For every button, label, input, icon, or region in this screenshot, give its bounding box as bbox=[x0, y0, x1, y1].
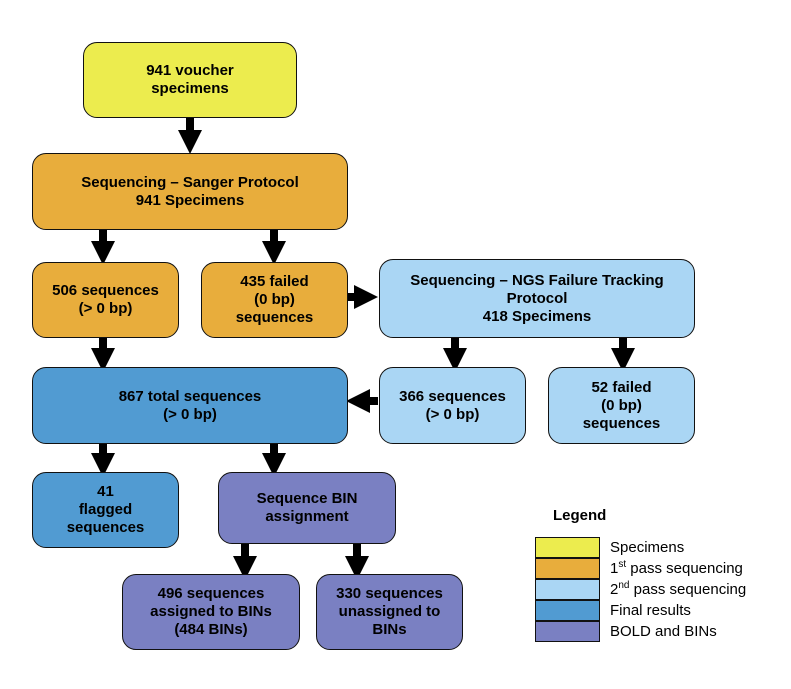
box-line: 435 failed bbox=[240, 273, 309, 290]
box-line: Protocol bbox=[506, 289, 568, 307]
box-line: 941 Specimens bbox=[135, 191, 245, 209]
box-line: flagged bbox=[78, 501, 133, 518]
box-line: 867 total sequences bbox=[118, 387, 262, 405]
legend-item-first-pass: 1st pass sequencing bbox=[535, 558, 743, 579]
legend-swatch bbox=[535, 537, 600, 558]
legend-label-text: 1 bbox=[610, 560, 619, 577]
legend-label: Final results bbox=[610, 602, 691, 619]
box-line: Sequence BIN bbox=[256, 490, 358, 507]
box-506-sequences: 506 sequences(> 0 bp) bbox=[32, 262, 179, 338]
box-text: 867 total sequences(> 0 bp) bbox=[119, 388, 262, 424]
legend-label-text: BOLD and BINs bbox=[610, 623, 717, 640]
legend-label-text: Final results bbox=[610, 602, 691, 619]
box-line: 506 sequences bbox=[52, 282, 159, 299]
box-line: BINs bbox=[372, 621, 407, 638]
legend-label-sup: nd bbox=[618, 580, 630, 591]
box-line: 941 voucher bbox=[146, 62, 234, 79]
legend-label: 2nd pass sequencing bbox=[610, 580, 747, 599]
box-line: (> 0 bp) bbox=[425, 405, 480, 423]
legend-label: BOLD and BINs bbox=[610, 623, 717, 640]
box-line: sequences bbox=[66, 519, 145, 536]
box-text: 366 sequences(> 0 bp) bbox=[399, 388, 506, 424]
box-line: 496 sequences bbox=[157, 585, 265, 602]
box-line: 418 Specimens bbox=[482, 307, 592, 325]
box-line: 52 failed bbox=[591, 378, 652, 396]
box-line: (0 bp) bbox=[254, 291, 295, 308]
box-line: (0 bp) bbox=[601, 396, 642, 414]
box-52-failed: 52 failed(0 bp)sequences bbox=[548, 367, 695, 444]
box-line: sequences bbox=[582, 414, 661, 432]
box-text: 506 sequences(> 0 bp) bbox=[52, 282, 159, 318]
box-line: assigned to BINs bbox=[150, 603, 272, 620]
legend-label-text: 2 bbox=[610, 581, 619, 598]
legend-swatch bbox=[535, 600, 600, 621]
box-line: specimens bbox=[151, 80, 229, 97]
box-line: 366 sequences bbox=[399, 387, 506, 405]
box-line: Sequencing – Sanger Protocol bbox=[81, 173, 299, 191]
legend-label: Specimens bbox=[610, 539, 684, 556]
box-867-total-sequences: 867 total sequences(> 0 bp) bbox=[32, 367, 348, 444]
box-line: sequences bbox=[235, 309, 314, 326]
box-line: assignment bbox=[265, 508, 349, 525]
box-line: (> 0 bp) bbox=[78, 300, 133, 317]
legend-swatch bbox=[535, 579, 600, 600]
box-line: 41 bbox=[97, 483, 114, 500]
legend-label-suffix: pass sequencing bbox=[626, 560, 743, 577]
box-435-failed: 435 failed(0 bp)sequences bbox=[201, 262, 348, 338]
legend-item-final-results: Final results bbox=[535, 600, 691, 621]
legend-label-text: Specimens bbox=[610, 539, 685, 556]
legend-item-bold-bins: BOLD and BINs bbox=[535, 621, 717, 642]
box-line: (> 0 bp) bbox=[163, 405, 217, 423]
legend-item-specimens: Specimens bbox=[535, 537, 684, 558]
legend-swatch bbox=[535, 558, 600, 579]
box-line: 330 sequences bbox=[336, 585, 443, 602]
box-366-sequences: 366 sequences(> 0 bp) bbox=[379, 367, 526, 444]
legend-swatch bbox=[535, 621, 600, 642]
legend-item-second-pass: 2nd pass sequencing bbox=[535, 579, 746, 600]
legend-title: Legend bbox=[553, 507, 607, 524]
box-line: unassigned to bbox=[338, 603, 441, 620]
legend-label: 1st pass sequencing bbox=[610, 559, 743, 578]
legend-label-sup: st bbox=[618, 559, 627, 570]
legend-label-suffix: pass sequencing bbox=[629, 581, 747, 598]
box-text: 52 failed(0 bp)sequences bbox=[583, 379, 661, 433]
box-text: 435 failed(0 bp)sequences bbox=[236, 273, 314, 327]
box-line: (484 BINs) bbox=[174, 621, 248, 638]
box-line: Sequencing – NGS Failure Tracking bbox=[410, 271, 664, 289]
